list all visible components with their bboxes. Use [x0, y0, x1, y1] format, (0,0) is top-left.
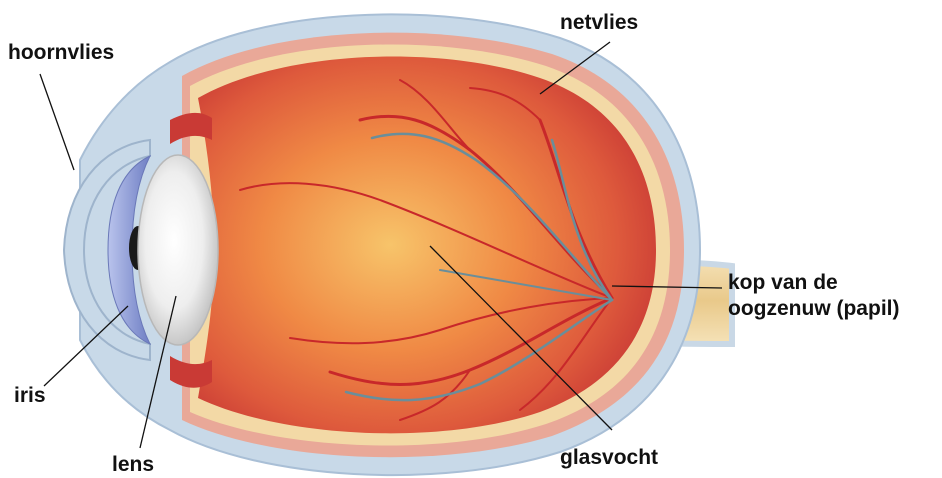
label-kop-line2: oogzenuw (papil) — [728, 296, 899, 322]
label-kop-line1: kop van de — [728, 270, 899, 296]
vitreous-body — [198, 56, 656, 433]
label-netvlies: netvlies — [560, 10, 638, 36]
label-kop-van-de-oogzenuw: kop van de oogzenuw (papil) — [728, 270, 899, 322]
label-lens: lens — [112, 452, 154, 478]
lens — [138, 155, 218, 345]
label-hoornvlies: hoornvlies — [8, 40, 114, 66]
leader-line-hoornvlies — [40, 74, 74, 170]
label-glasvocht: glasvocht — [560, 445, 658, 471]
label-iris: iris — [14, 383, 46, 409]
